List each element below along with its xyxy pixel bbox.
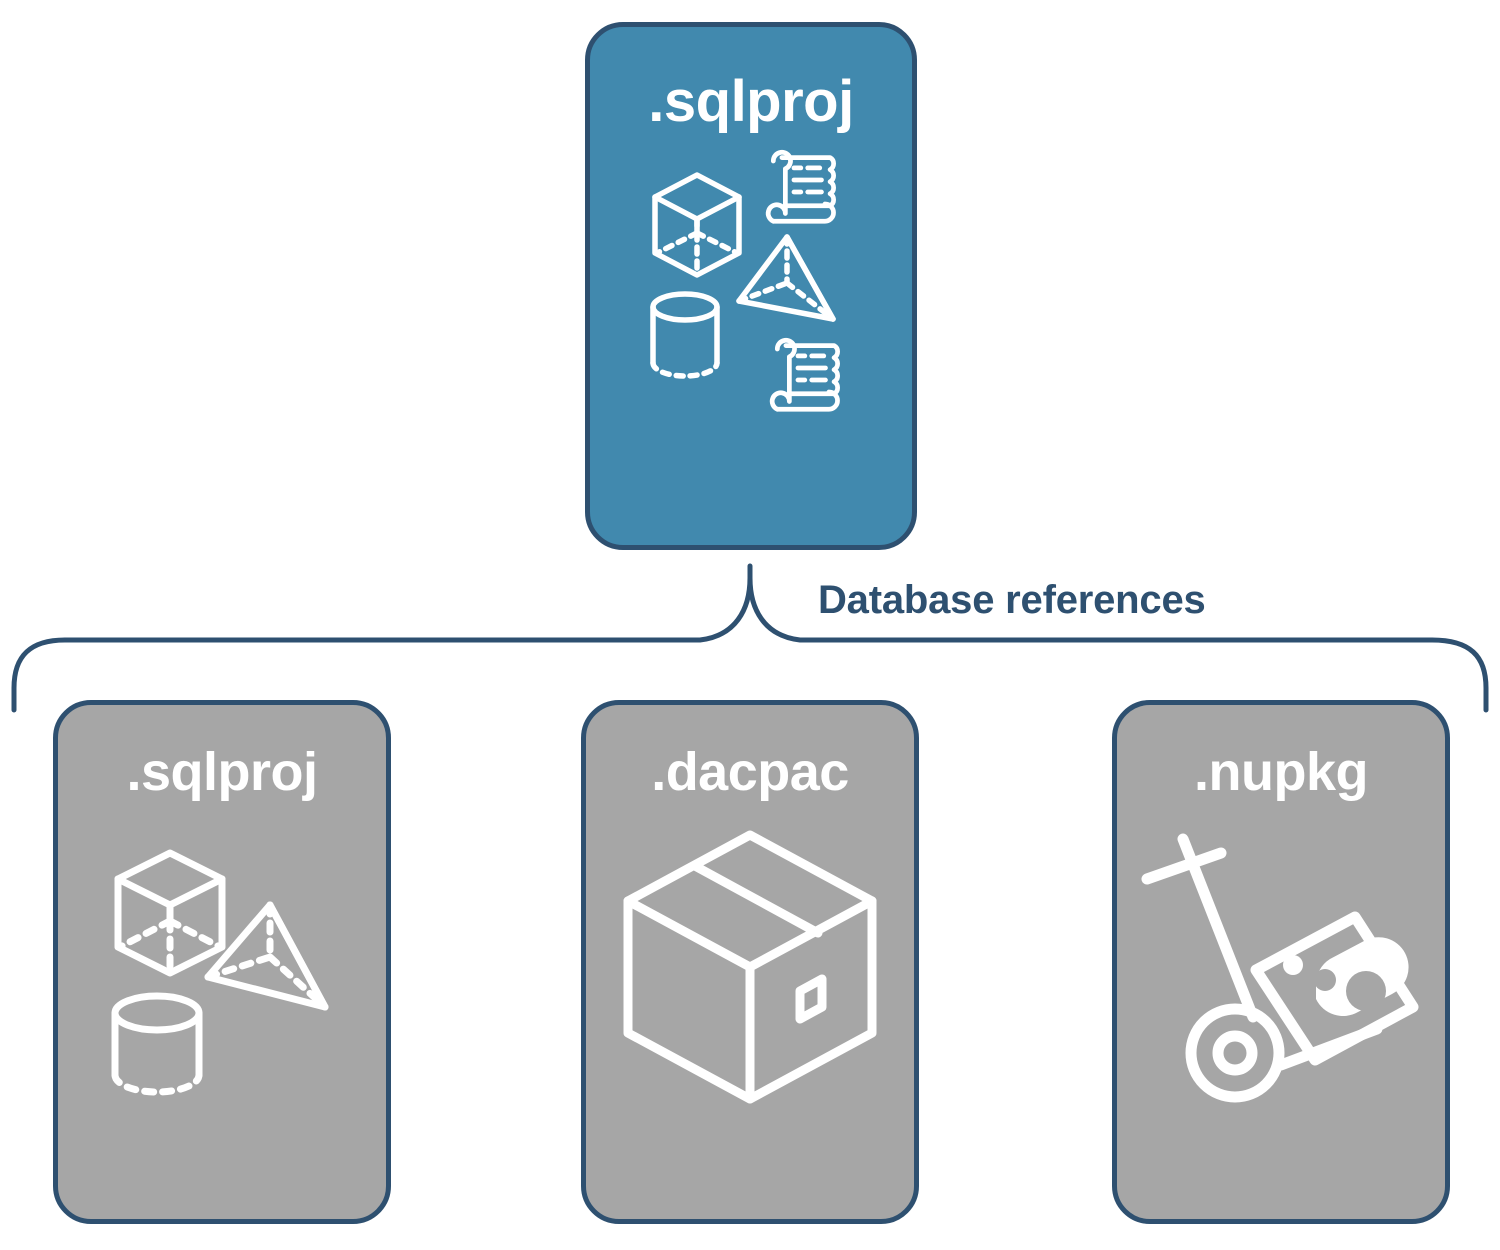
scroll-icon — [769, 337, 840, 412]
dacpac-icon-group — [600, 817, 900, 1117]
cube-icon — [114, 849, 226, 977]
card-title-sqlproj: .sqlproj — [126, 742, 318, 802]
card-child-dacpac[interactable]: .dacpac — [581, 700, 919, 1224]
hand-truck-package-icon — [1141, 833, 1419, 1103]
database-references-label: Database references — [818, 578, 1206, 622]
cylinder-icon — [111, 992, 203, 1096]
root-shapes-svg — [650, 149, 840, 412]
nupkg-icon-group — [1131, 817, 1431, 1117]
card-title-root: .sqlproj — [648, 69, 854, 134]
card-root-sqlproj[interactable]: .sqlproj — [585, 22, 917, 550]
hand-truck-svg — [1141, 833, 1419, 1103]
pyramid-icon — [736, 234, 836, 322]
database-references-bracket — [11, 563, 1489, 713]
sqlproj-shapes-svg — [111, 849, 329, 1096]
pyramid-icon — [204, 901, 329, 1011]
cylinder-icon — [650, 291, 720, 379]
package-box-svg — [623, 830, 877, 1104]
card-title-nupkg: .nupkg — [1194, 742, 1368, 802]
card-title-dacpac: .dacpac — [651, 742, 849, 802]
root-icon-group — [635, 141, 867, 412]
scroll-icon — [765, 149, 836, 224]
sqlproj-icon-group — [72, 817, 372, 1117]
package-box-icon — [623, 830, 877, 1104]
card-child-sqlproj[interactable]: .sqlproj — [53, 700, 391, 1224]
cube-icon — [652, 172, 742, 278]
card-child-nupkg[interactable]: .nupkg — [1112, 700, 1450, 1224]
